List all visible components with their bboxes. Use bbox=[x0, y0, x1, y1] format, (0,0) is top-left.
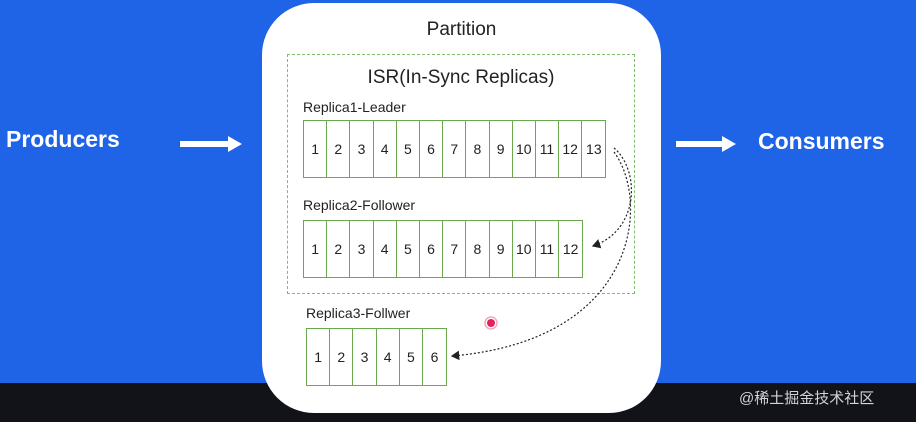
log-cell: 7 bbox=[443, 121, 467, 177]
log-cell: 3 bbox=[350, 221, 374, 277]
isr-title: ISR(In-Sync Replicas) bbox=[367, 67, 555, 88]
log-cell: 4 bbox=[374, 121, 397, 177]
log-cell: 2 bbox=[330, 329, 354, 385]
partition-title: Partition bbox=[426, 19, 497, 40]
log-cell: 1 bbox=[307, 329, 331, 385]
consumers-label: Consumers bbox=[758, 128, 885, 154]
watermark: @稀土掘金技术社区 bbox=[739, 390, 875, 407]
replica3-label: Replica3-Follwer bbox=[306, 305, 411, 321]
log-cell: 4 bbox=[374, 221, 397, 277]
log-cell: 11 bbox=[536, 121, 560, 177]
log-cell: 6 bbox=[420, 121, 444, 177]
log-cell: 6 bbox=[430, 349, 439, 365]
log-cell: 5 bbox=[397, 121, 420, 177]
log-cell: 4 bbox=[377, 329, 400, 385]
log-cell: 3 bbox=[353, 329, 377, 385]
log-cell: 12 bbox=[559, 121, 583, 177]
log-cell: 2 bbox=[327, 221, 351, 277]
log-cell: 12 bbox=[562, 241, 579, 257]
log-cell: 11 bbox=[536, 221, 560, 277]
producers-arrow-icon bbox=[180, 136, 242, 152]
log-cell: 5 bbox=[400, 329, 423, 385]
log-cell: 6 bbox=[420, 221, 444, 277]
log-cell: 8 bbox=[466, 121, 490, 177]
replica2-label: Replica2-Follower bbox=[303, 197, 416, 213]
log-cell: 9 bbox=[490, 121, 513, 177]
log-cell: 13 bbox=[586, 141, 602, 157]
log-cell: 8 bbox=[466, 221, 490, 277]
log-cell: 2 bbox=[327, 121, 351, 177]
log-cell: 9 bbox=[490, 221, 513, 277]
consumers-arrow-icon bbox=[676, 136, 736, 152]
log-cell: 10 bbox=[513, 121, 536, 177]
log-cell: 1 bbox=[304, 221, 328, 277]
log-cell: 3 bbox=[350, 121, 374, 177]
log-cell: 10 bbox=[513, 221, 536, 277]
log-cell: 5 bbox=[397, 221, 420, 277]
log-cell: 7 bbox=[443, 221, 467, 277]
replica1-label: Replica1-Leader bbox=[303, 99, 406, 115]
log-cell: 1 bbox=[304, 121, 328, 177]
producers-label: Producers bbox=[6, 126, 120, 152]
